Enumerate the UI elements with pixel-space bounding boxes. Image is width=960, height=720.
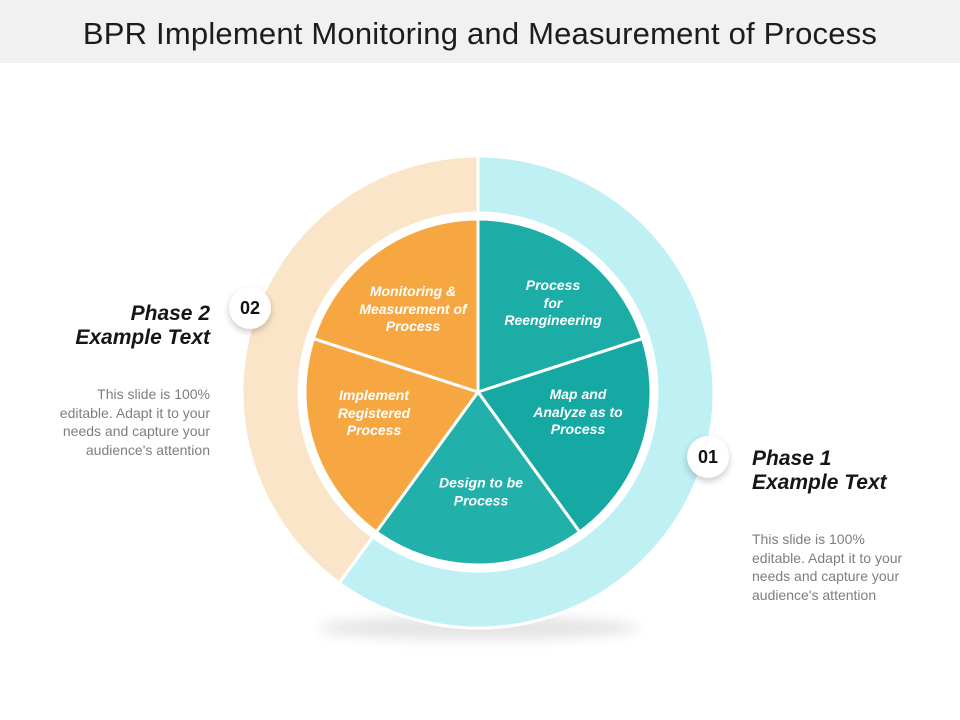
pie-slice-5 (311, 217, 480, 394)
pie-slice-2 (476, 337, 653, 534)
phase-2-description: This slide is 100% editable. Adapt it to… (59, 386, 210, 458)
phase-1-description: This slide is 100% editable. Adapt it to… (752, 531, 903, 603)
phase-1-title: Phase 1 Example Text (752, 447, 887, 494)
phase-2-number-badge: 02 (229, 287, 271, 329)
phase-1-annotation: Phase 1 Example Text This slide is 100% … (752, 429, 947, 622)
phase-1-number-badge: 01 (687, 436, 729, 478)
phase-2-title: Phase 2 Example Text (75, 302, 210, 349)
pie-slice-4 (303, 337, 480, 534)
ring-segment-2 (240, 154, 480, 585)
pie-slice-1 (476, 217, 645, 394)
phase-2-annotation: Phase 2 Example Text This slide is 100% … (28, 284, 210, 477)
header-band: BPR Implement Monitoring and Measurement… (0, 0, 960, 63)
pie-slice-3 (374, 390, 582, 567)
slide-title: BPR Implement Monitoring and Measurement… (82, 16, 878, 51)
ring-segment-1 (337, 154, 716, 630)
